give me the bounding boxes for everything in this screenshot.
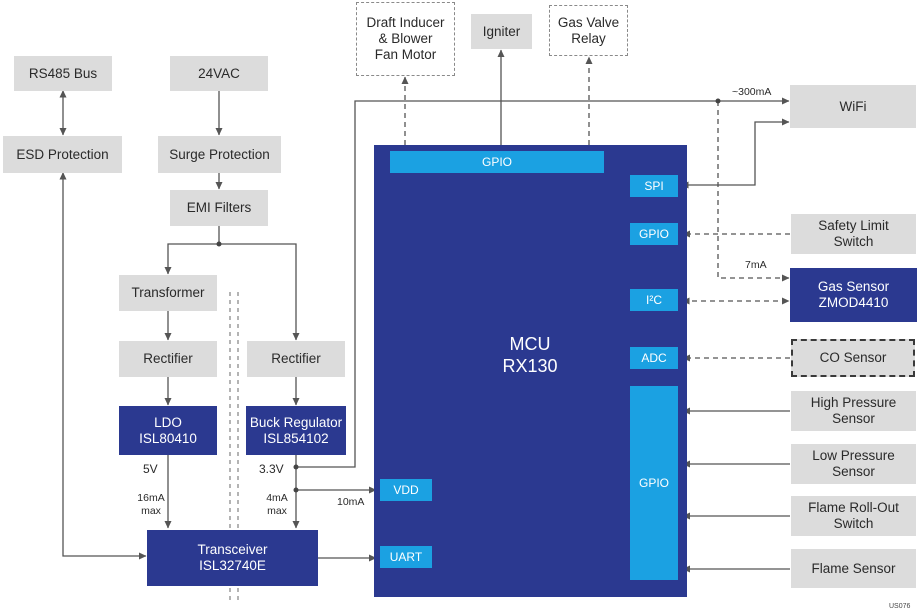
draft-inducer-box: Draft Inducer & Blower Fan Motor <box>356 2 455 76</box>
flame-rollout-switch-box: Flame Roll-Out Switch <box>791 496 916 536</box>
label-7ma: 7mA <box>745 259 767 271</box>
gas-valve-relay-box: Gas Valve Relay <box>549 5 628 56</box>
label-16ma: 16mA max <box>137 492 165 517</box>
figure-code: US076 <box>889 603 911 610</box>
adc-port: ADC <box>630 347 678 369</box>
label-300ma: ~300mA <box>732 86 772 98</box>
vdd-port: VDD <box>380 479 432 501</box>
safety-limit-switch-box: Safety Limit Switch <box>791 214 916 254</box>
label-5v: 5V <box>143 462 158 476</box>
gpio-top-port: GPIO <box>390 151 604 173</box>
flame-sensor-box: Flame Sensor <box>791 549 916 588</box>
i2c-port: I²C <box>630 289 678 311</box>
transformer-box: Transformer <box>119 275 217 311</box>
esd-protection-box: ESD Protection <box>3 136 122 173</box>
transceiver-box: Transceiver ISL32740E <box>147 530 318 586</box>
rs485-bus-box: RS485 Bus <box>14 56 112 91</box>
buck-regulator-box: Buck Regulator ISL854102 <box>246 406 346 455</box>
rectifier-right-box: Rectifier <box>247 341 345 377</box>
low-pressure-sensor-box: Low Pressure Sensor <box>791 444 916 484</box>
label-3v3: 3.3V <box>259 462 284 476</box>
surge-protection-box: Surge Protection <box>158 136 281 173</box>
igniter-box: Igniter <box>471 14 532 49</box>
rectifier-left-box: Rectifier <box>119 341 217 377</box>
vac-24-box: 24VAC <box>170 56 268 91</box>
emi-filters-box: EMI Filters <box>170 190 268 226</box>
gpio-big-port: GPIO <box>630 386 678 580</box>
gpio-small-port: GPIO <box>630 223 678 245</box>
high-pressure-sensor-box: High Pressure Sensor <box>791 391 916 431</box>
wifi-box: WiFi <box>790 85 916 128</box>
spi-port: SPI <box>630 175 678 197</box>
ldo-box: LDO ISL80410 <box>119 406 217 455</box>
mcu-title: MCU RX130 <box>502 334 558 376</box>
gas-sensor-box: Gas Sensor ZMOD4410 <box>790 268 917 322</box>
uart-port: UART <box>380 546 432 568</box>
label-10ma: 10mA <box>337 496 365 508</box>
co-sensor-box: CO Sensor <box>791 339 915 377</box>
label-4ma: 4mA max <box>266 492 288 517</box>
